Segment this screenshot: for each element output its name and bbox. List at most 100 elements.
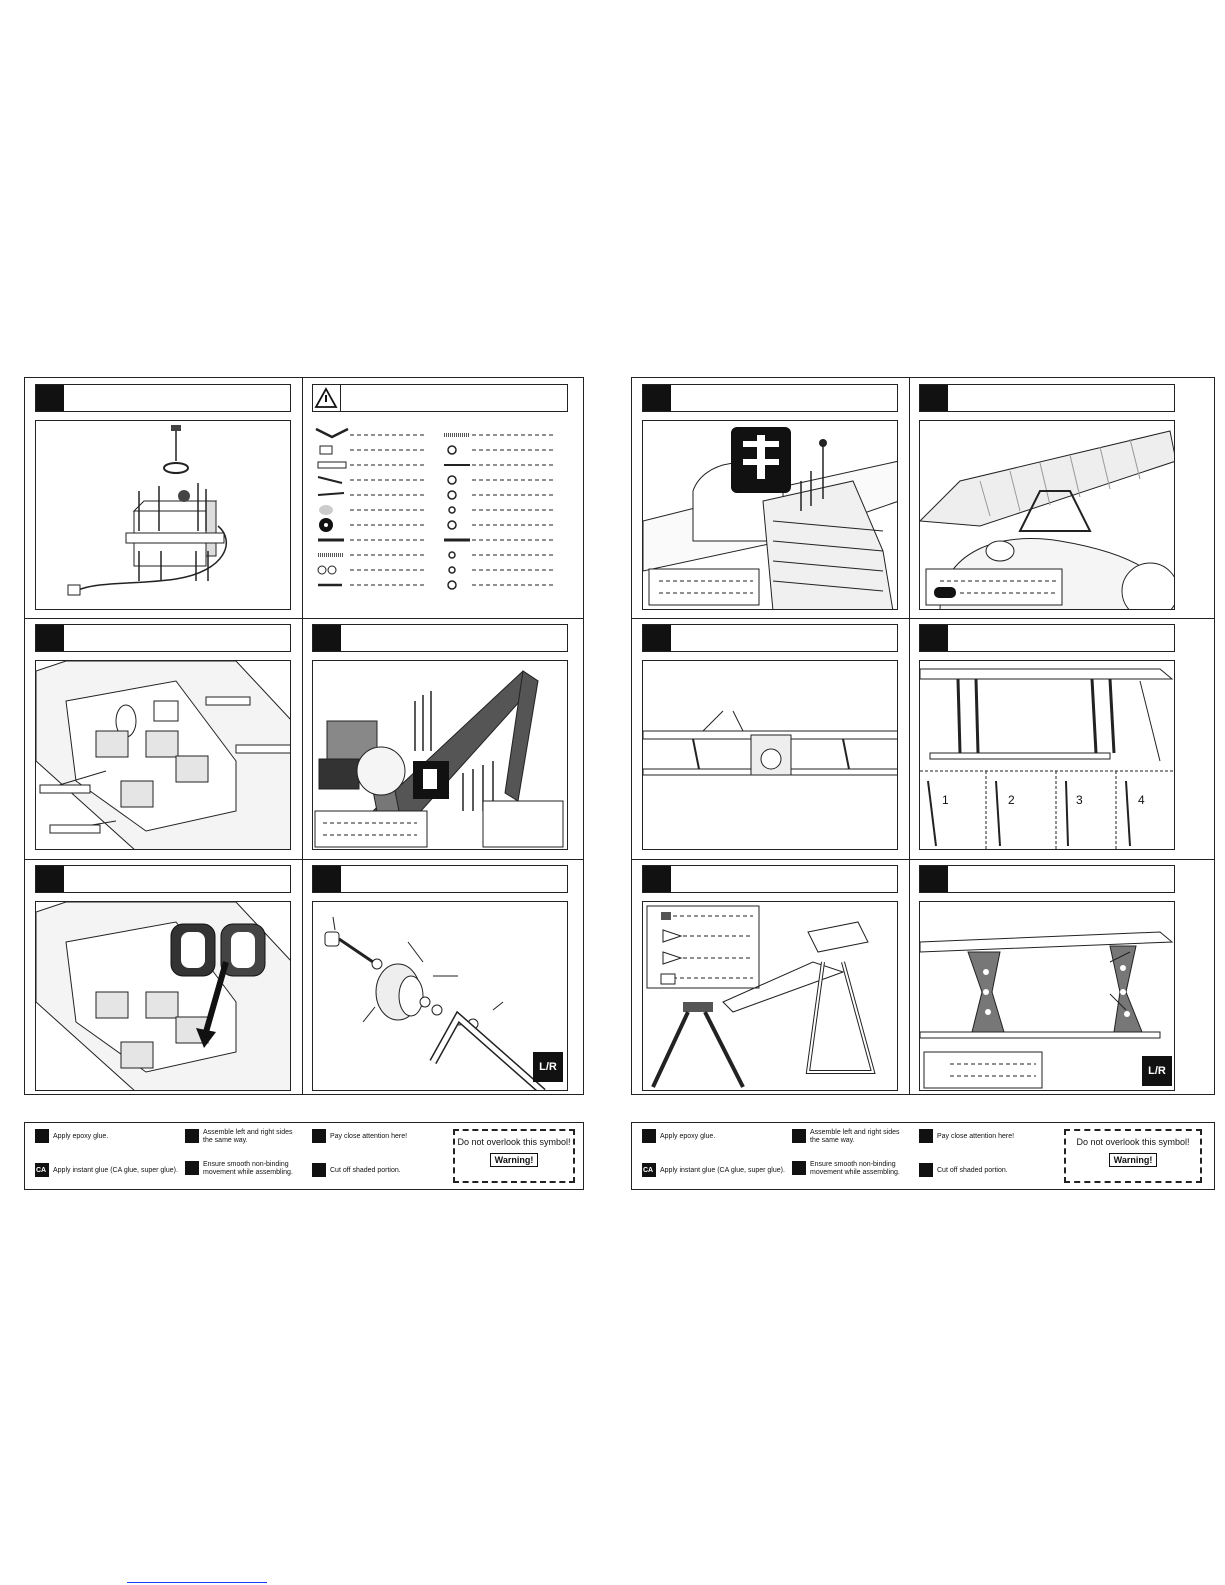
step-number-box: [36, 625, 64, 651]
step-header: [35, 865, 291, 893]
legend-instant-glue: Apply instant glue (CA glue, super glue)…: [660, 1167, 785, 1174]
row-divider: [632, 859, 1214, 860]
warning-badge: Warning!: [1108, 1153, 1158, 1167]
illustration-frame: 1 2 3 4: [919, 660, 1175, 850]
epoxy-icon: [642, 1129, 656, 1143]
ca-glue-icon: [35, 1163, 49, 1177]
lr-badge: L/R: [539, 1061, 557, 1073]
illustration-frame: [35, 660, 291, 850]
legend-attention: Pay close attention here!: [937, 1133, 1015, 1140]
strut-step-1: 1: [942, 793, 949, 807]
step-number-box: [643, 385, 671, 411]
notice-text: Do not overlook this symbol!: [457, 1137, 571, 1147]
warning-triangle-icon: [313, 385, 341, 411]
step-upper-wing: [909, 378, 1216, 618]
step-number-box: [643, 866, 671, 892]
warning-badge: Warning!: [489, 1153, 539, 1167]
landing-gear-illustration: [646, 905, 876, 1088]
step-number-box: [920, 625, 948, 651]
row-divider: [632, 618, 1214, 619]
illustration-frame: [312, 660, 568, 850]
symbol-legend-left: Apply epoxy glue. CA Apply instant glue …: [24, 1122, 584, 1190]
ca-label: CA: [643, 1167, 654, 1174]
strut-step-3: 3: [1076, 793, 1083, 807]
row-divider: [25, 618, 583, 619]
legend-epoxy: Apply epoxy glue.: [53, 1133, 109, 1140]
fuel-tank-illustration: [36, 902, 290, 1090]
step-number-box: [920, 866, 948, 892]
illustration-frame: [35, 420, 291, 610]
step-landing-gear: [632, 859, 909, 1096]
step-fuel-tank: [25, 859, 302, 1096]
step-header: [642, 624, 898, 652]
step-number-box: [313, 625, 341, 651]
notice-text: Do not overlook this symbol!: [1076, 1137, 1190, 1147]
step-header: [35, 624, 291, 652]
illustration-frame: [642, 660, 898, 850]
illustration-frame: [642, 901, 898, 1091]
step-header: [919, 384, 1175, 412]
ca-glue-icon: [642, 1163, 656, 1177]
cabane-illustration: [643, 427, 897, 609]
upper-wing-illustration: [920, 430, 1174, 609]
warning-notice: Do not overlook this symbol! Warning!: [453, 1129, 575, 1183]
step-number-box: [313, 866, 341, 892]
step-number-box: [920, 385, 948, 411]
step-header: [642, 865, 898, 893]
cut-icon: [312, 1163, 326, 1177]
legend-lr: Assemble left and right sides the same w…: [810, 1129, 900, 1144]
smooth-movement-icon: [185, 1161, 199, 1175]
attention-hand-icon: [919, 1129, 933, 1143]
legend-cut: Cut off shaded portion.: [330, 1167, 401, 1174]
interplane-strut-illustration: [920, 931, 1174, 1089]
step-header: [919, 865, 1175, 893]
legend-smooth: Ensure smooth non-binding movement while…: [203, 1161, 293, 1176]
symbol-legend-right: Apply epoxy glue. CA Apply instant glue …: [631, 1122, 1215, 1190]
step-servo-arm: [25, 378, 302, 618]
servo-tray-illustration: [36, 661, 290, 849]
step-header: [642, 384, 898, 412]
legend-instant-glue: Apply instant glue (CA glue, super glue)…: [53, 1167, 178, 1174]
step-interplane-strut: L/R: [909, 859, 1216, 1096]
page-link-underline[interactable]: [127, 1582, 267, 1583]
strut-step-4: 4: [1138, 793, 1145, 807]
strut-step-2: 2: [1008, 793, 1015, 807]
illustration-frame: [919, 420, 1175, 610]
ca-label: CA: [36, 1167, 47, 1174]
legend-lr: Assemble left and right sides the same w…: [203, 1129, 293, 1144]
left-instruction-sheet: L/R: [24, 377, 584, 1095]
step-cabane-mount: [632, 378, 909, 618]
legend-cut: Cut off shaded portion.: [937, 1167, 1008, 1174]
legend-smooth: Ensure smooth non-binding movement while…: [810, 1161, 900, 1176]
wing-struts-illustration: [920, 668, 1174, 849]
step-number-box: [643, 625, 671, 651]
step-front-view: [632, 618, 909, 859]
step-wing-struts: 1 2 3 4: [909, 618, 1216, 859]
lr-icon: [792, 1129, 806, 1143]
step-header: [35, 384, 291, 412]
column-divider: [909, 378, 910, 1094]
parts-list-illustration: [315, 427, 554, 590]
step-number-box: [36, 866, 64, 892]
lr-icon: [185, 1129, 199, 1143]
warning-notice: Do not overlook this symbol! Warning!: [1064, 1129, 1202, 1183]
step-header: [919, 624, 1175, 652]
lr-badge: L/R: [1148, 1065, 1166, 1077]
servo-illustration: [67, 425, 227, 596]
illustration-frame: [35, 901, 291, 1091]
column-divider: [302, 378, 303, 1094]
illustration-frame: L/R: [312, 901, 568, 1091]
step-parts-list: [302, 378, 585, 618]
step-engine-mount: [302, 618, 585, 859]
wheel-assembly-illustration: [324, 916, 563, 1090]
step-wheel: L/R: [302, 859, 585, 1096]
step-header: [312, 865, 568, 893]
engine-mount-illustration: [314, 670, 564, 848]
front-view-illustration: [643, 710, 897, 776]
attention-hand-icon: [312, 1129, 326, 1143]
illustration-frame: L/R: [919, 901, 1175, 1091]
illustration-frame: [642, 420, 898, 610]
legend-attention: Pay close attention here!: [330, 1133, 408, 1140]
cut-icon: [919, 1163, 933, 1177]
step-servo-installation: [25, 618, 302, 859]
